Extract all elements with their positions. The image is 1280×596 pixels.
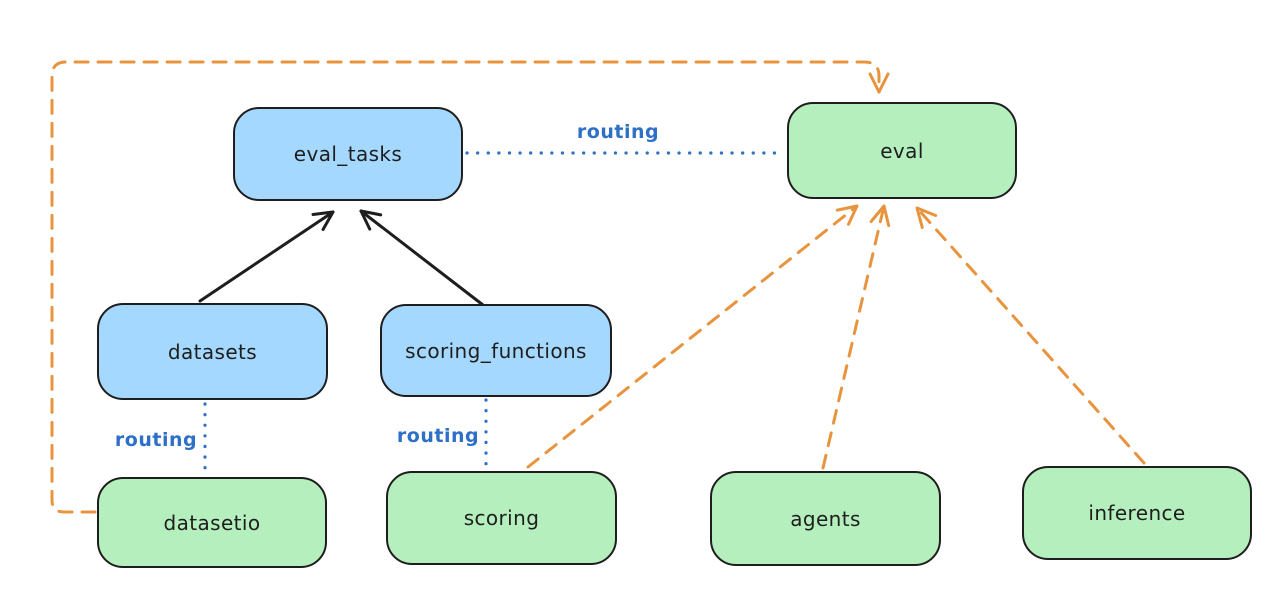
node-inference: inference	[1022, 466, 1252, 560]
node-datasets: datasets	[97, 303, 328, 400]
node-eval-tasks: eval_tasks	[233, 107, 463, 201]
node-label-inference: inference	[1088, 501, 1186, 525]
node-datasetio: datasetio	[97, 477, 327, 568]
node-label-agents: agents	[790, 506, 861, 531]
node-label-scoring-functions: scoring_functions	[405, 338, 587, 363]
edge-inference-to-eval	[915, 206, 1146, 465]
routing-label-eval-tasks-eval: routing	[577, 121, 659, 143]
node-label-datasetio: datasetio	[163, 510, 261, 535]
edge-datasetio-to-eval	[50, 60, 890, 514]
node-eval: eval	[787, 102, 1017, 199]
node-label-eval: eval	[880, 138, 924, 163]
edge-agents-to-eval	[821, 204, 891, 470]
node-label-eval-tasks: eval_tasks	[293, 142, 403, 166]
node-scoring: scoring	[386, 471, 617, 565]
node-label-datasets: datasets	[167, 339, 258, 364]
edge-datasets-to-eval-tasks	[198, 210, 335, 303]
node-scoring-functions: scoring_functions	[380, 304, 612, 397]
routing-label-scoring-functions-scoring: routing	[397, 425, 479, 447]
routing-label-datasets-datasetio: routing	[115, 429, 197, 451]
node-label-scoring: scoring	[463, 506, 540, 530]
node-agents: agents	[710, 471, 941, 566]
edge-scoring-functions-to-eval-tasks	[359, 209, 485, 307]
